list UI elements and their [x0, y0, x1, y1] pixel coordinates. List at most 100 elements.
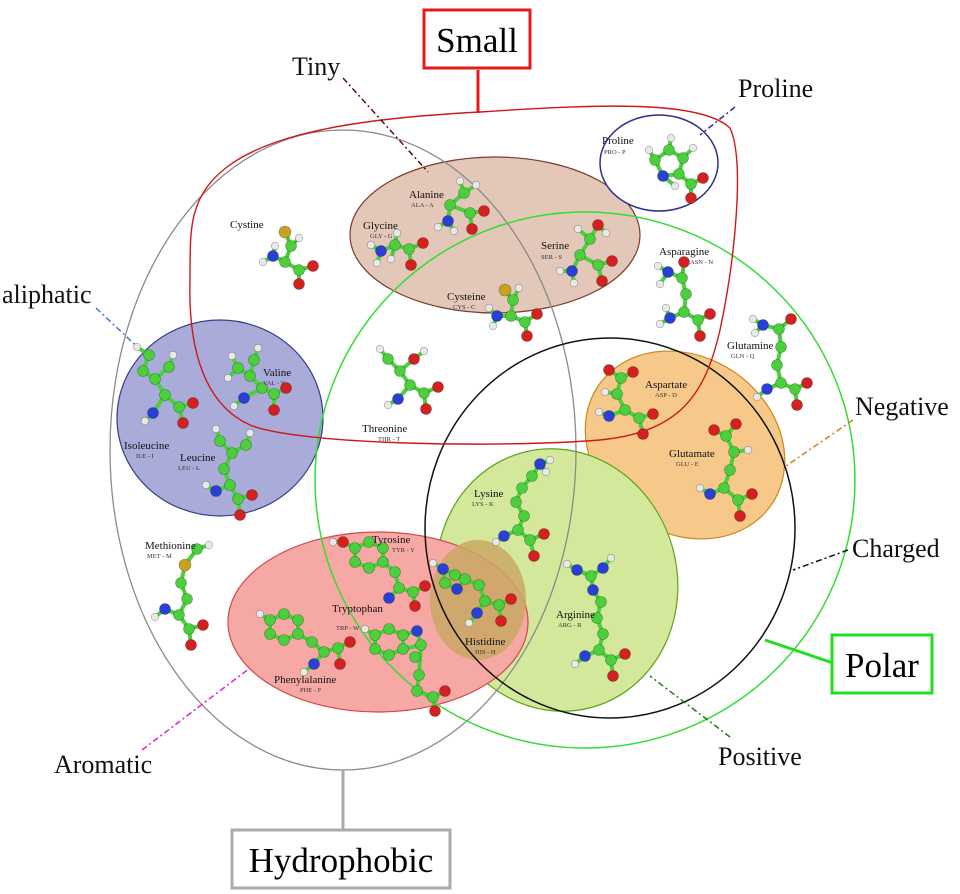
atom [201, 480, 211, 490]
molecule-glutamine [748, 313, 813, 411]
atom [493, 599, 505, 611]
small-outline [189, 105, 739, 445]
atom [150, 612, 160, 622]
atom [510, 496, 522, 508]
atom [750, 328, 760, 338]
aa-name-lysine: Lysine [474, 488, 503, 500]
aa-code-histidine: HIS - H [475, 649, 496, 656]
atom [655, 279, 665, 289]
aa-glycine: Glycine GLY - G [363, 220, 398, 240]
atom [392, 393, 404, 405]
atom [278, 225, 292, 239]
atom [571, 564, 583, 576]
aa-code-leucine: LEU - L [178, 465, 200, 472]
atom [246, 489, 258, 501]
molecule-alanine [433, 176, 490, 236]
atom [519, 316, 531, 328]
atom [278, 608, 290, 620]
atom [223, 373, 233, 383]
atom [664, 312, 676, 324]
atom [210, 485, 222, 497]
atom [294, 233, 304, 243]
aa-tyrosine: Tyrosine TYR - Y [372, 534, 415, 554]
atom [232, 362, 244, 374]
aa-cysteine: Cysteine CYS - C [447, 291, 486, 311]
atom [405, 259, 417, 271]
positive-connector [649, 675, 731, 738]
atom [708, 424, 720, 436]
atom [752, 392, 762, 402]
atom [214, 435, 226, 447]
atom [437, 563, 449, 575]
atom [484, 303, 494, 313]
atom [538, 528, 550, 540]
atom [666, 133, 676, 143]
atom [573, 224, 583, 234]
charged-connector [792, 549, 849, 571]
atom [555, 266, 565, 276]
molecule-valine [223, 343, 292, 416]
atom [383, 649, 395, 661]
atom [524, 534, 536, 546]
atom [442, 215, 454, 227]
atom [444, 199, 456, 211]
atom [730, 418, 742, 430]
molecule-asparagine [653, 256, 716, 342]
atom [505, 593, 517, 605]
atom [417, 237, 429, 249]
atom [455, 176, 465, 186]
aa-code-serine: SER - S [541, 254, 562, 261]
atom [149, 373, 161, 385]
atom [245, 428, 255, 438]
atom [704, 308, 716, 320]
atom [597, 562, 609, 574]
aa-name-arginine: Arginine [556, 609, 595, 621]
atom [432, 381, 444, 393]
atom [773, 323, 785, 335]
atom [603, 410, 615, 422]
molecule-serine [555, 219, 618, 288]
aa-name-glutamate: Glutamate [669, 448, 715, 460]
atom [328, 537, 338, 547]
atom [757, 319, 769, 331]
atom [594, 407, 604, 417]
atom [292, 628, 304, 640]
atom [761, 383, 773, 395]
tiny-connector [342, 77, 429, 173]
atom [439, 685, 451, 697]
atom [175, 577, 187, 589]
atom [466, 223, 478, 235]
atom [293, 264, 305, 276]
atom [366, 240, 376, 250]
aa-tryptophan: Tryptophan TRP - W [332, 603, 383, 632]
atom [528, 550, 540, 562]
atom [611, 388, 623, 400]
atom [479, 595, 491, 607]
molecule-lysine [491, 455, 555, 562]
aa-code-alanine: ALA - A [411, 202, 434, 209]
aa-code-glycine: GLY - G [370, 233, 393, 240]
polar-outline [314, 211, 856, 749]
polar-connector [764, 638, 837, 666]
molecule-isoleucine [132, 342, 199, 429]
atom [181, 593, 193, 605]
atom [413, 669, 425, 681]
atom [574, 249, 586, 261]
atom [676, 272, 688, 284]
atom [404, 379, 416, 391]
atom [270, 241, 280, 251]
atom [394, 365, 406, 377]
atom [218, 463, 230, 475]
atom [592, 219, 604, 231]
atom [584, 233, 596, 245]
atom [661, 303, 671, 313]
atom [226, 447, 238, 459]
atom [238, 392, 250, 404]
atom [280, 382, 292, 394]
atom [411, 685, 423, 697]
atom [724, 464, 736, 476]
atom [732, 494, 744, 506]
atom [344, 636, 356, 648]
molecule-layer [132, 133, 813, 717]
